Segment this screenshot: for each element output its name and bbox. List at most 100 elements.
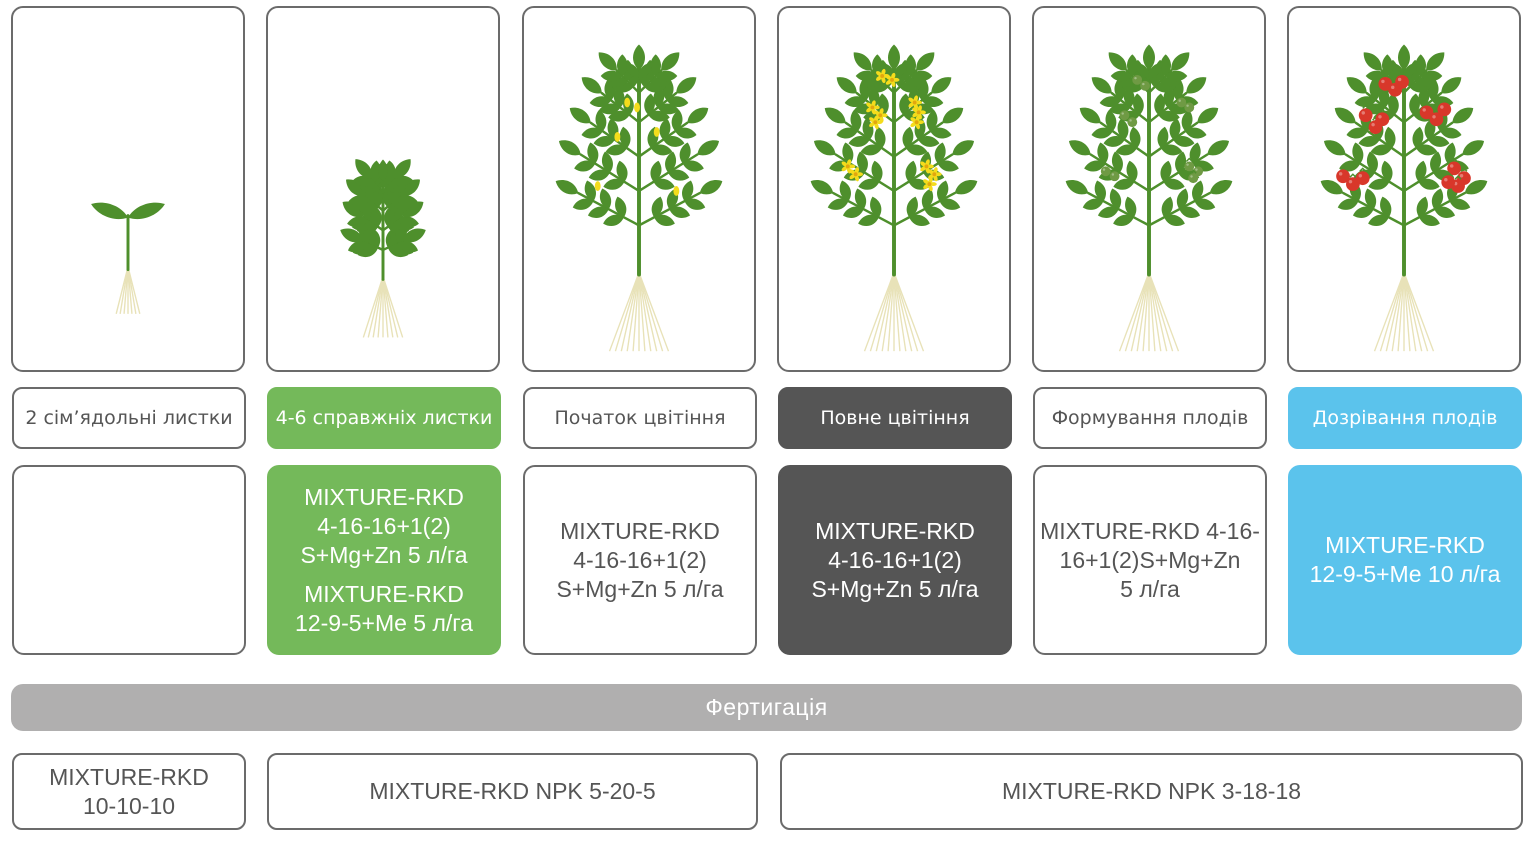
flower-icon <box>853 172 858 177</box>
flower-icon <box>874 115 879 122</box>
flower-icon <box>929 182 937 187</box>
fruit-icon <box>1391 85 1395 90</box>
product-line: S+Mg+Zn 5 л/га <box>300 541 468 568</box>
product-box-4: MIXTURE-RKD 4-16-16+1(2) S+Mg+Zn 5 л/га <box>778 465 1012 655</box>
leaf-icon <box>874 126 886 149</box>
flower-icon <box>914 120 919 125</box>
fruit-icon <box>1361 111 1365 115</box>
flower-icon <box>879 108 884 115</box>
fruit-icon <box>1186 104 1189 107</box>
fruit-icon <box>1348 179 1353 184</box>
fruit-icon <box>1129 119 1132 122</box>
fertigation-header: Фертигація <box>11 684 1522 731</box>
flower-icon <box>933 174 938 182</box>
leaf-icon <box>342 201 364 218</box>
branch-icon <box>1402 191 1466 227</box>
leaf-icon <box>675 127 697 139</box>
flower-icon <box>870 105 875 110</box>
leaf-icon <box>651 196 663 218</box>
leaf-icon <box>1103 136 1125 147</box>
leaf-icon <box>1440 127 1462 139</box>
leaf-icon <box>669 206 691 218</box>
fruit-icon <box>1355 171 1370 186</box>
leaf-icon <box>934 142 946 164</box>
fruit-icon <box>1119 110 1130 121</box>
branch-icon <box>1344 153 1406 193</box>
leaf-icon <box>1181 109 1193 132</box>
product-line: 12-9-5+Me 10 л/га <box>1309 561 1501 587</box>
leaf-icon <box>584 180 596 202</box>
flower-icon <box>891 80 896 87</box>
product-line: 5 л/га <box>1120 575 1180 602</box>
leaf-icon <box>854 188 867 210</box>
leaf-icon <box>603 214 624 227</box>
fruit-icon <box>1375 112 1390 127</box>
leaf-icon <box>1409 93 1420 115</box>
fertigation-item-3: MIXTURE-RKD NPK 3-18-18 <box>780 753 1523 830</box>
leaf-icon <box>400 179 420 197</box>
leaf-icon <box>1434 206 1456 218</box>
fruit-icon <box>1429 112 1444 127</box>
flower-icon <box>890 77 894 82</box>
fruit-icon <box>1381 79 1385 84</box>
leaf-icon <box>952 140 975 156</box>
leaf-icon <box>588 169 610 181</box>
leaf-icon <box>1113 178 1135 190</box>
fruit-icon <box>1378 115 1382 119</box>
leaf-icon <box>608 110 630 122</box>
leaf-icon <box>810 179 834 195</box>
fruit-icon <box>1177 93 1185 99</box>
leaf-icon <box>603 178 625 190</box>
root-icon <box>1403 272 1417 352</box>
product-line: MIXTURE-RKD 4-16- <box>1040 517 1260 544</box>
leaf-icon <box>1415 160 1427 182</box>
leaf-icon <box>355 159 373 179</box>
product-line: MIXTURE-RKD <box>560 517 720 544</box>
root-icon <box>638 272 670 352</box>
fruit-icon <box>1111 167 1119 172</box>
leaf-icon <box>1157 126 1169 149</box>
flower-icon <box>915 122 920 130</box>
leaf-icon <box>1398 44 1410 71</box>
leaf-icon <box>1194 198 1216 210</box>
fruit-icon <box>1459 174 1464 178</box>
leaf-icon <box>396 195 418 206</box>
product-line: S+Mg+Zn 5 л/га <box>811 575 979 602</box>
fruit-icon <box>1339 165 1347 170</box>
leaf-icon <box>633 44 645 71</box>
bud-icon <box>614 131 621 142</box>
fruit-icon <box>1450 157 1458 162</box>
leaf-icon <box>871 160 883 182</box>
leaf-icon <box>1097 206 1119 218</box>
root-icon <box>1403 272 1435 352</box>
leaf-icon <box>682 180 694 202</box>
fruit-icon <box>1186 163 1189 166</box>
root-icon <box>1148 272 1162 352</box>
fruit-icon <box>1359 167 1367 172</box>
leaf-icon <box>663 136 685 147</box>
flower-icon <box>933 167 938 174</box>
leaf-icon <box>1452 107 1474 124</box>
stage-illustration-2 <box>266 6 500 372</box>
leaf-icon <box>659 118 671 140</box>
leaf-icon <box>1207 140 1230 156</box>
leaf-icon <box>402 228 426 243</box>
fruit-icon <box>1127 117 1138 128</box>
leaf-icon <box>397 216 419 228</box>
leaf-icon <box>397 240 419 253</box>
leaf-icon <box>872 54 883 76</box>
fruit-icon <box>1397 77 1402 82</box>
leaf-icon <box>1176 188 1189 210</box>
leaf-icon <box>653 178 675 190</box>
leaf-icon <box>921 188 934 210</box>
branch-icon <box>579 153 641 193</box>
leaf-icon <box>668 169 690 181</box>
leaf-icon <box>1391 62 1405 78</box>
leaf-icon <box>839 180 851 202</box>
leaf-icon <box>918 136 940 147</box>
fruit-icon <box>1185 157 1193 162</box>
leaf-icon <box>697 140 720 156</box>
fruit-icon <box>1444 171 1452 176</box>
leaf-icon <box>661 52 680 71</box>
leaf-icon <box>1110 70 1133 82</box>
